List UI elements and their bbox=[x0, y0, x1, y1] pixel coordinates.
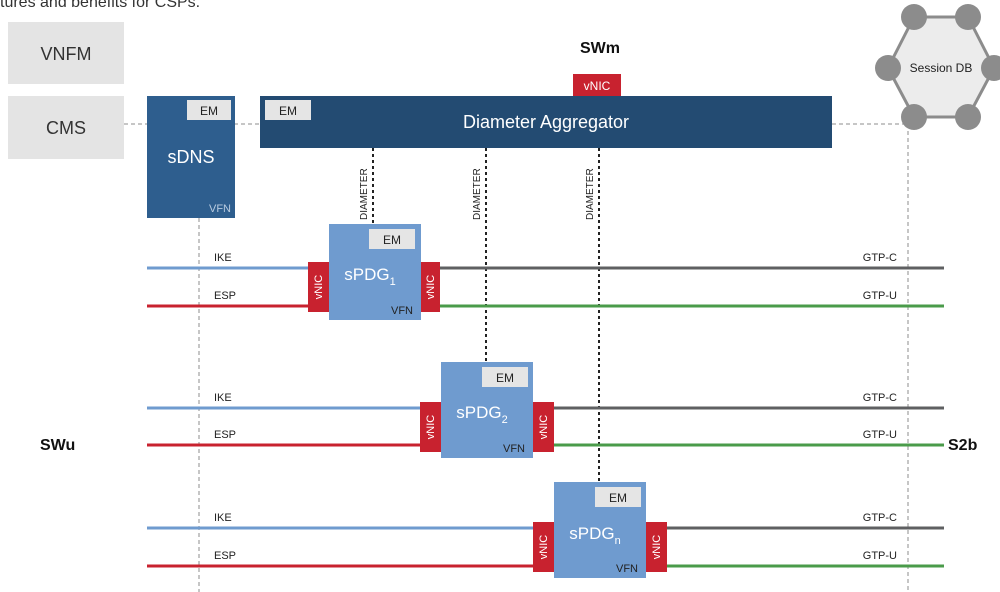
cms-box: CMS bbox=[8, 96, 124, 159]
esp-label: ESP bbox=[214, 290, 236, 302]
gtp-c-label: GTP-C bbox=[863, 512, 897, 524]
vnic-label: vNIC bbox=[425, 415, 437, 440]
vnic-label: vNIC bbox=[425, 275, 437, 300]
pdg-em-label: EM bbox=[383, 233, 401, 247]
vnic-ingress bbox=[308, 262, 329, 312]
sdns-box: EM sDNS VFN bbox=[147, 96, 235, 218]
session-db-node bbox=[981, 55, 1000, 81]
vnic-label: vNIC bbox=[313, 275, 325, 300]
aggregator-vnic: vNIC bbox=[573, 74, 621, 96]
vnic-egress bbox=[646, 522, 667, 572]
vnfm-label: VNFM bbox=[41, 44, 92, 64]
pdg-em-label: EM bbox=[609, 491, 627, 505]
gtp-u-label: GTP-U bbox=[863, 290, 897, 302]
esp-label: ESP bbox=[214, 429, 236, 441]
vnic-egress bbox=[421, 262, 440, 312]
vnic-label: vNIC bbox=[538, 535, 550, 560]
ike-label: IKE bbox=[214, 512, 232, 524]
swu-label: SWu bbox=[40, 437, 75, 454]
vnfm-box: VNFM bbox=[8, 22, 124, 84]
pdg-vfn-label: VFN bbox=[503, 443, 525, 455]
vnic-label: vNIC bbox=[538, 415, 550, 440]
pdg-row-n: IKE ESP GTP-C GTP-U EM sPDGn VFN vNIC vN… bbox=[147, 482, 944, 578]
diameter-label: DIAMETER bbox=[585, 168, 596, 220]
vnic-ingress bbox=[420, 402, 441, 452]
vnic-label: vNIC bbox=[584, 79, 611, 93]
gtp-u-label: GTP-U bbox=[863, 550, 897, 562]
session-db-node bbox=[955, 4, 981, 30]
pdg-name: sPDG1 bbox=[344, 265, 395, 288]
session-db-node bbox=[901, 4, 927, 30]
session-db-node bbox=[955, 104, 981, 130]
swm-label: SWm bbox=[580, 40, 620, 57]
s2b-label: S2b bbox=[948, 437, 978, 454]
gtp-c-label: GTP-C bbox=[863, 392, 897, 404]
diameter-label: DIAMETER bbox=[472, 168, 483, 220]
sdns-vfn-label: VFN bbox=[209, 203, 231, 215]
pdg-name: sPDGn bbox=[569, 524, 620, 547]
diameter-links bbox=[372, 148, 600, 482]
pdg-em-label: EM bbox=[496, 371, 514, 385]
aggregator-em-label: EM bbox=[279, 104, 297, 118]
sdns-em-label: EM bbox=[200, 104, 218, 118]
session-db-label: Session DB bbox=[910, 61, 973, 75]
top-caption: tures and benefits for CSPs. bbox=[0, 0, 201, 11]
sdns-label: sDNS bbox=[167, 147, 214, 167]
management-dashed-lines bbox=[124, 123, 909, 592]
pdg-row-2: IKE ESP GTP-C GTP-U EM sPDG2 VFN vNIC vN… bbox=[147, 362, 944, 458]
cms-label: CMS bbox=[46, 118, 86, 138]
ike-label: IKE bbox=[214, 252, 232, 264]
pdg-vfn-label: VFN bbox=[391, 305, 413, 317]
session-db-node bbox=[901, 104, 927, 130]
pdg-vfn-label: VFN bbox=[616, 563, 638, 575]
aggregator-label: Diameter Aggregator bbox=[463, 112, 629, 132]
gtp-u-label: GTP-U bbox=[863, 429, 897, 441]
esp-label: ESP bbox=[214, 550, 236, 562]
gtp-c-label: GTP-C bbox=[863, 252, 897, 264]
vnic-egress bbox=[533, 402, 554, 452]
vnic-label: vNIC bbox=[651, 535, 663, 560]
session-db-node bbox=[875, 55, 901, 81]
diameter-label: DIAMETER bbox=[359, 168, 370, 220]
session-db: Session DB bbox=[875, 4, 1000, 130]
diameter-aggregator: EM Diameter Aggregator bbox=[260, 96, 832, 148]
vnic-ingress bbox=[533, 522, 554, 572]
pdg-name: sPDG2 bbox=[456, 403, 507, 426]
pdg-row-1: IKE ESP GTP-C GTP-U EM sPDG1 VFN vNIC vN… bbox=[147, 224, 944, 320]
ike-label: IKE bbox=[214, 392, 232, 404]
